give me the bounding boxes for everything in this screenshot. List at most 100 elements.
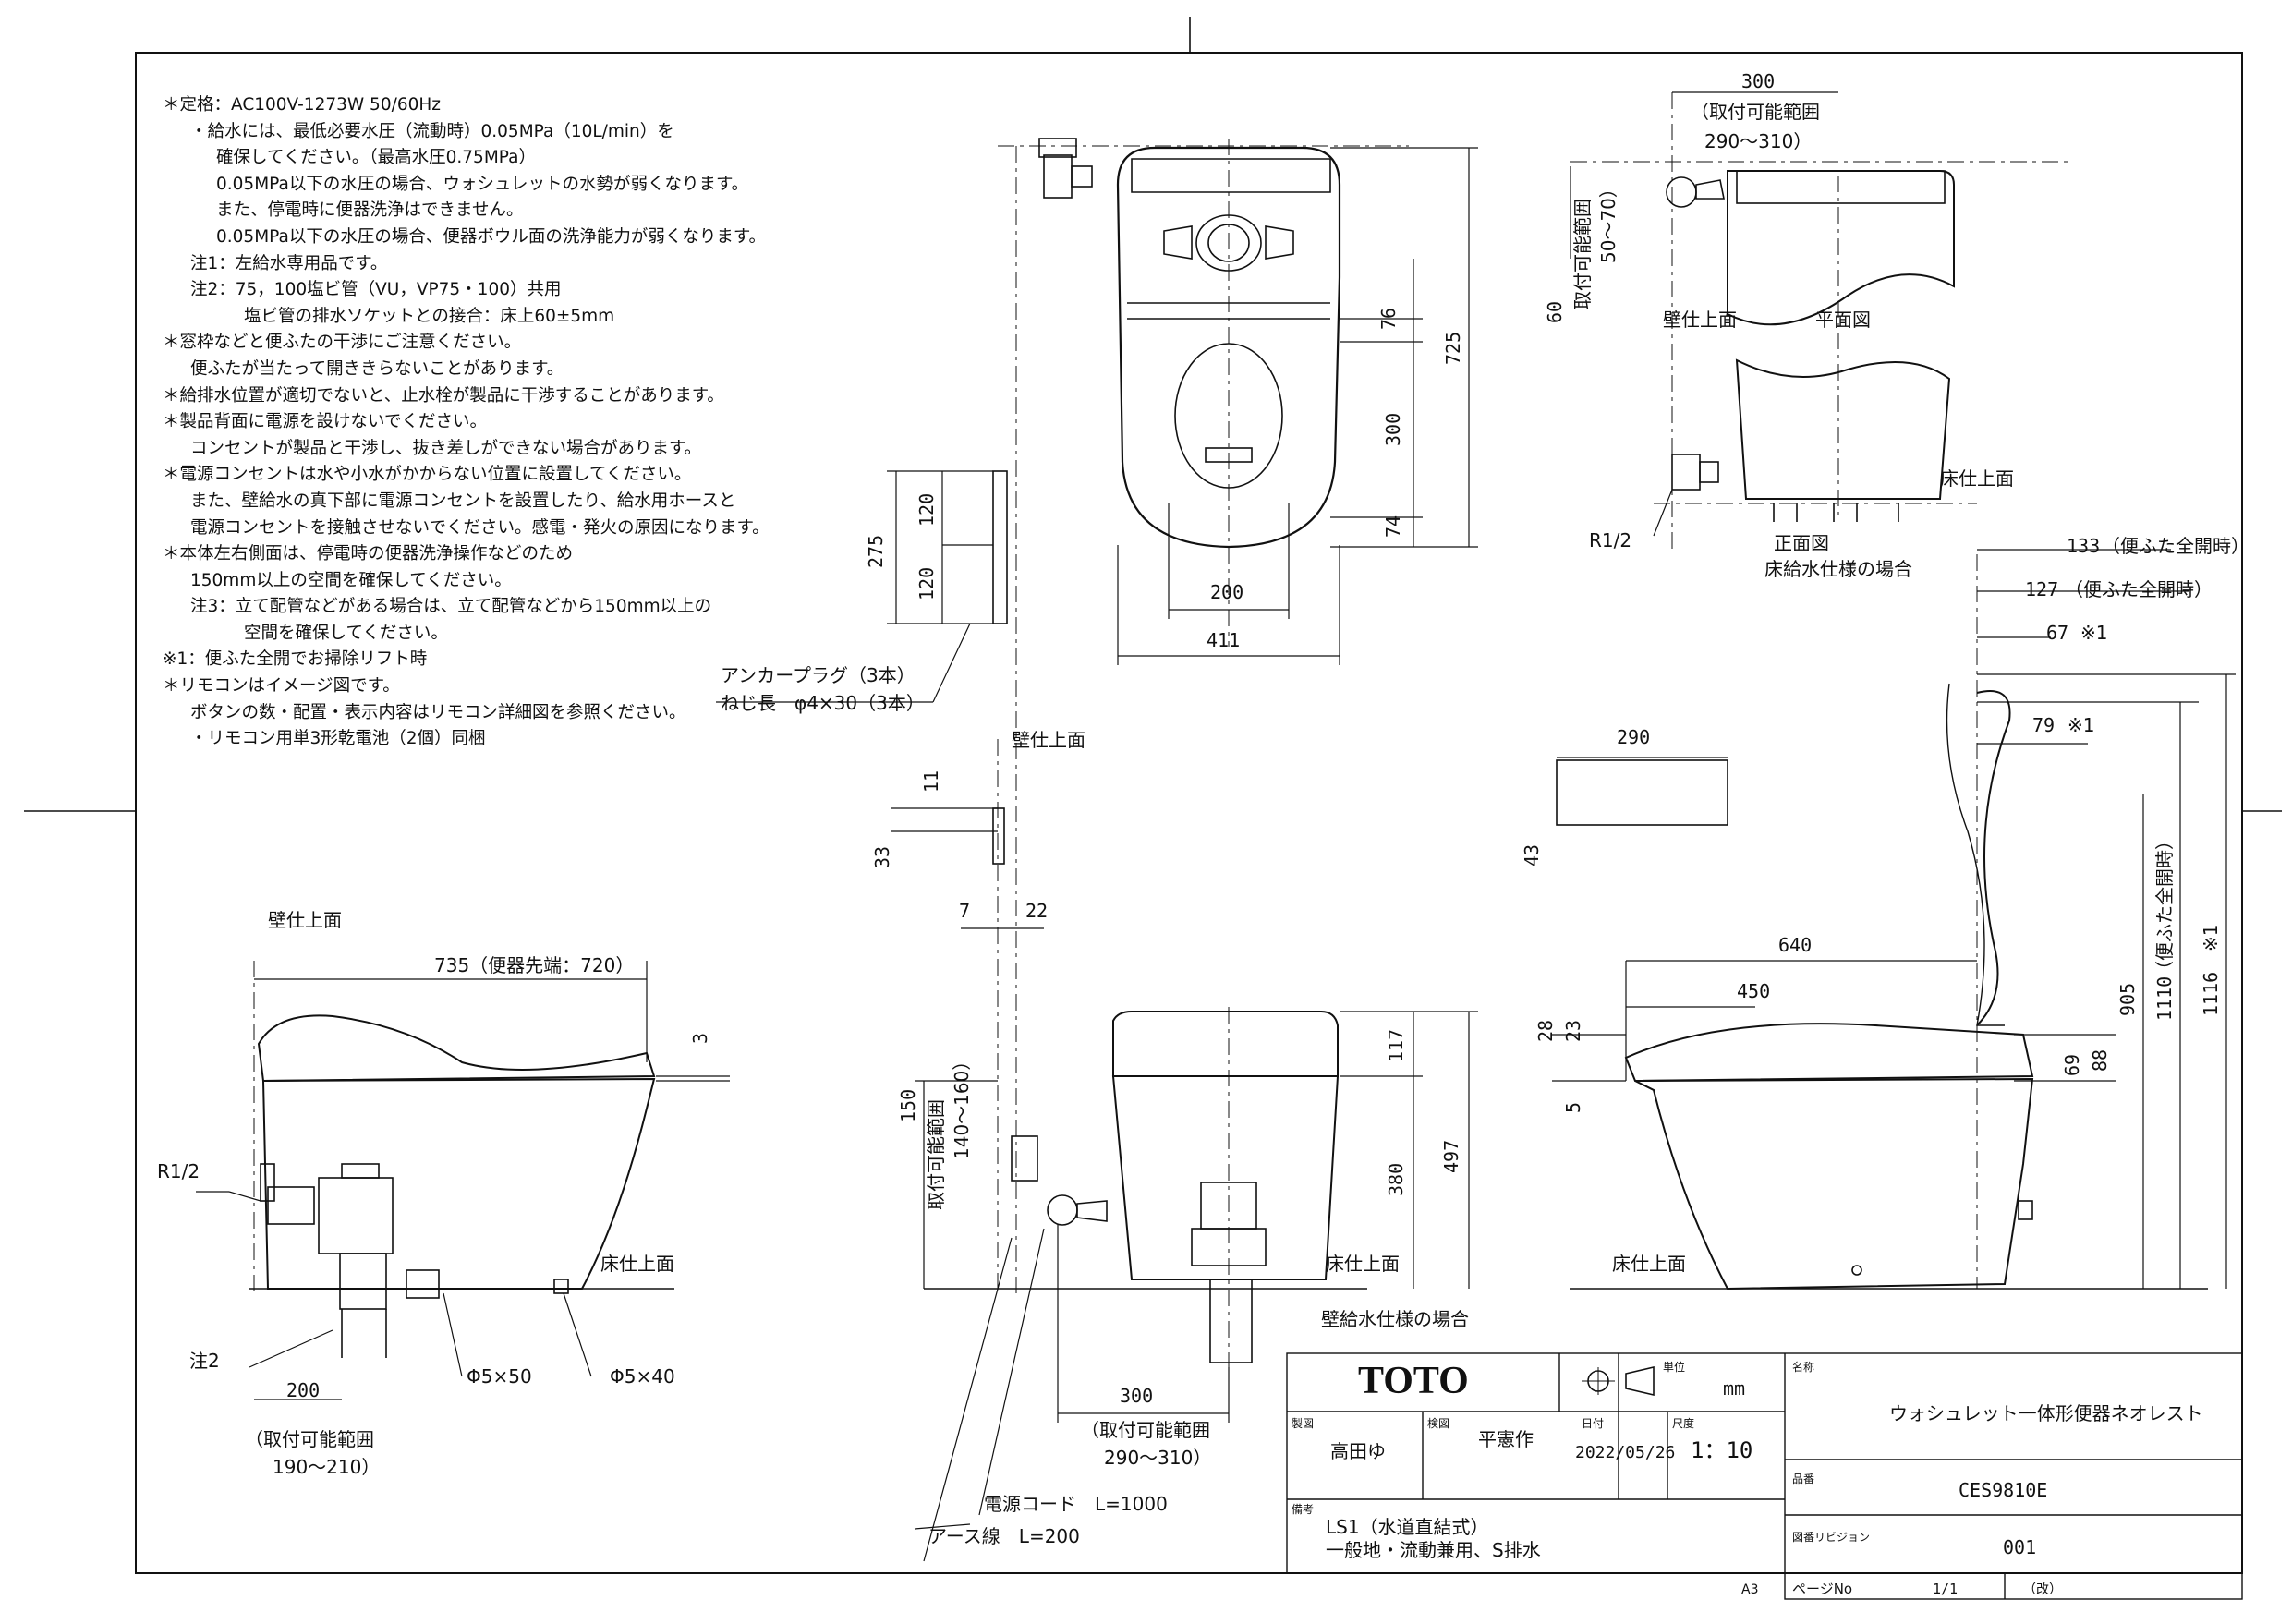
note-line: 注2：75，100塩ビ管（VU，VP75・100）共用 [190,280,562,300]
note-line: ＊製品背面に電源を設けないでください。 [163,412,487,432]
spec-notes: ＊定格：AC100V-1273W 50/60Hz ・給水には、最低必要水圧（流動… [163,92,809,753]
remarks-line-1: LS1（水道直結式） [1326,1516,1489,1538]
dim-640: 640 [1778,934,1812,956]
screw-length-label: ねじ長 φ4×30（3本） [721,692,925,714]
mark-1-b: ※1 [2068,714,2094,736]
note-line: 確保してください。（最高水圧0.75MPa） [216,148,536,168]
note-line: 注3：立て配管などがある場合は、立て配管などから150mm以上の [190,597,712,617]
dim-127: 127 [2025,578,2058,600]
right-plan-view [1570,91,2069,550]
power-cord-label: 電源コード L=1000 [984,1493,1168,1515]
dim-275: 275 [865,535,887,568]
dim-120-a: 120 [916,493,938,527]
drawing-border [135,52,2243,1574]
page-mark: （改） [2023,1582,2062,1597]
note-line: ・給水には、最低必要水圧（流動時）0.05MPa（10L/min）を [190,121,674,141]
date-label: 日付 [1582,1417,1604,1430]
remarks-line-2: 一般地・流動兼用、S排水 [1326,1539,1541,1561]
model-value: CES9810E [1959,1479,2047,1501]
projection-symbol [1582,1365,1655,1397]
note-line: 便ふたが当たって開ききらないことがあります。 [190,358,564,379]
dim-1110: 1110 [2153,976,2176,1021]
range-label-front: 取付可能範囲 [925,1099,947,1210]
lid-open-label-2: （便ふた全開時） [2065,578,2213,600]
note-line: 150mm以上の空間を確保してください。 [190,570,512,590]
remote-wall-plate [716,470,1008,703]
note-line: 0.05MPa以下の水圧の場合、便器ボウル面の洗浄能力が弱くなります。 [216,226,766,247]
range-label-vertical: 取付可能範囲 [1571,199,1594,309]
dim-43: 43 [1521,844,1543,867]
lid-open-label-1: （便ふた全開時） [2102,535,2250,557]
name-label: 名称 [1792,1360,1814,1374]
note-line: 0.05MPa以下の水圧の場合、ウォシュレットの水勢が弱くなります。 [216,174,749,194]
checked-by: 平憲作 [1478,1428,1534,1450]
dim-7: 7 [959,900,970,922]
side-view-lid-open [1570,554,2208,1291]
note-line: ＊リモコンはイメージ図です。 [163,676,400,697]
unit-value: mm [1723,1377,1745,1400]
wall-top-label-2: 壁仕上面 [1012,729,1085,751]
floor-top-label-3: 床仕上面 [1326,1253,1400,1275]
revision-value: 001 [2003,1536,2036,1558]
dim-735-tip-720: 735（便器先端：720） [434,954,634,976]
floor-supply-case-label: 床給水仕様の場合 [1764,558,1912,580]
front-view-dimensions [891,807,1478,1562]
phi5x40-label: Φ5×40 [610,1365,675,1388]
dim-300-vertical: 300 [1382,413,1404,446]
unit-label: 単位 [1663,1360,1685,1374]
earth-wire-label: アース線 L=200 [928,1525,1080,1547]
lid-open-vertical: （便ふた全開時） [2153,831,2176,979]
dim-23: 23 [1562,1020,1584,1042]
front-view-label: 正面図 [1774,532,1829,554]
dim-380: 380 [1385,1163,1407,1196]
note-line: ・リモコン用単3形乾電池（2個）同梱 [190,729,486,749]
drawn-by: 高田ゆ [1330,1440,1386,1462]
dim-67: 67 [2046,622,2068,644]
title-block-grid [1286,1352,2243,1600]
date-value: 2022/05/26 [1575,1443,1675,1462]
toto-logo-text: TOTO [1358,1360,1469,1402]
wall-top-label-3: 壁仕上面 [268,909,342,931]
dim-200: 200 [1210,581,1243,603]
dim-117: 117 [1385,1029,1407,1062]
note-line: また、停電時に便器洗浄はできません。 [216,200,524,221]
note-line: ＊本体左右側面は、停電時の便器洗浄操作などのため [163,544,574,564]
scale-label: 尺度 [1672,1416,1694,1430]
dim-200-side: 200 [286,1379,320,1401]
dim-120-b: 120 [916,567,938,600]
note-line: 空間を確保してください。 [244,623,448,643]
note-line: また、壁給水の真下部に電源コンセントを設置したり、給水用ホースと [190,491,736,511]
floor-top-label-2: 床仕上面 [600,1253,674,1275]
note2-label: 注2 [189,1350,220,1372]
remarks-label: 備考 [1292,1502,1314,1516]
dim-33: 33 [871,846,893,868]
dim-450: 450 [1737,980,1770,1002]
note-line: 注1：左給水専用品です。 [190,253,388,273]
dim-300-top: 300 [1741,70,1775,92]
dim-905: 905 [2116,983,2139,1016]
range-140-160: 140～160） [951,1052,973,1159]
floor-top-label-4: 床仕上面 [1612,1253,1686,1275]
note-line: ＊電源コンセントは水や小水がかからない位置に設置してください。 [163,465,692,485]
range-50-70: 50～70） [1597,179,1619,263]
dim-69: 69 [2061,1054,2083,1076]
wall-supply-case-label: 壁給水仕様の場合 [1321,1308,1469,1330]
range-190-210: 190～210） [273,1456,380,1478]
note-line: ボタンの数・配置・表示内容はリモコン詳細図を参照ください。 [190,702,686,722]
dim-300-front: 300 [1120,1385,1153,1407]
note-line: ＊給排水位置が適切でないと、止水栓が製品に干渉することがあります。 [163,385,724,406]
plan-view-toilet [1116,139,1341,647]
range-label-side: （取付可能範囲 [245,1428,374,1450]
wall-supply-valve-top [998,138,1409,1293]
revision-label: 図番リビジョン [1792,1531,1870,1544]
front-view-wall-supply [924,739,1367,1386]
dim-1116: 1116 [2200,972,2222,1016]
dim-11: 11 [920,770,942,793]
model-label: 品番 [1792,1473,1814,1485]
dim-60: 60 [1544,301,1566,323]
dim-76: 76 [1377,308,1400,330]
dim-74: 74 [1382,515,1404,538]
side-view-dimensions [196,961,730,1400]
r12-label-top: R1/2 [1589,529,1631,551]
